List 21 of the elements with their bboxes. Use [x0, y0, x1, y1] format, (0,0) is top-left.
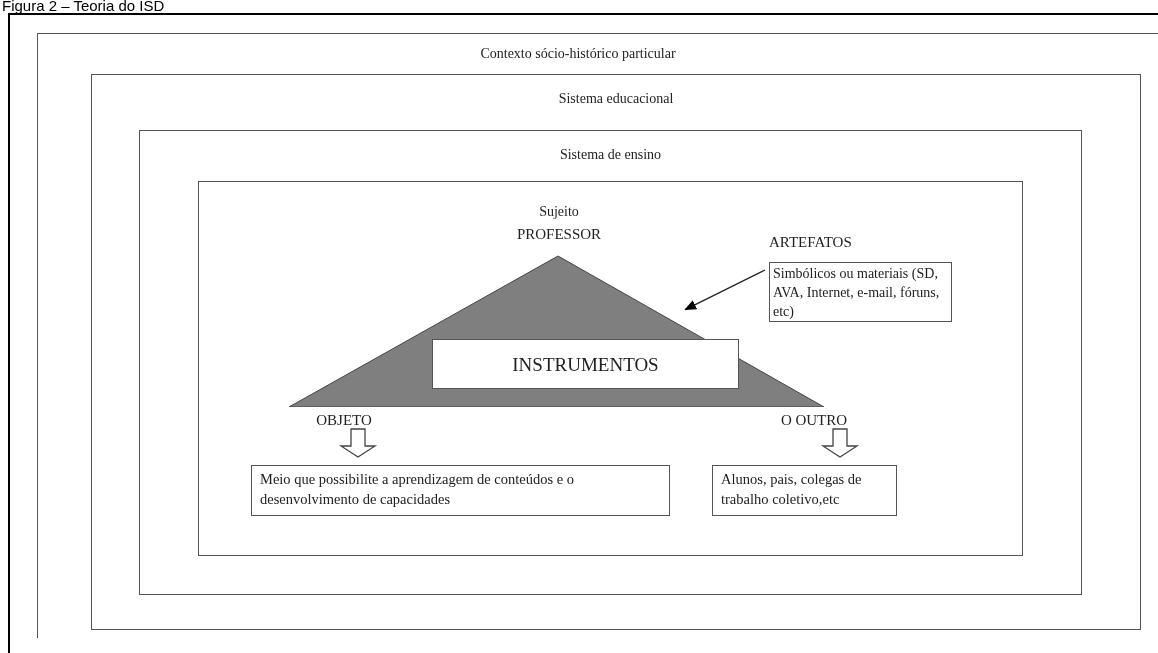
frame-heading: Sistema educacional [557, 91, 675, 107]
text-box: Simbólicos ou materiais (SD, AVA, Internet, e-mail, fóruns, etc) [769, 262, 952, 322]
arrow [684, 269, 766, 311]
system-frame [139, 130, 1082, 595]
box-text: Alunos, pais, colegas de trabalho coletivo,etc [721, 470, 863, 509]
figure-title: Figura 2 – Teoria do ISD [2, 0, 165, 13]
box-text: Meio que possibilite a aprendizagem de conteúdos e o desenvolvimento de capacidades [260, 470, 576, 509]
side-label: O OUTRO [779, 412, 849, 429]
instruments-box [432, 339, 739, 389]
box-text: INSTRUMENTOS [511, 354, 660, 376]
frame-heading: Sistema de ensino [558, 147, 663, 163]
text-box [251, 465, 670, 516]
activity-frame [198, 181, 1023, 556]
box-heading: ARTEFATOS [769, 234, 852, 251]
subject-label: Sujeito [538, 204, 580, 220]
frame-heading: Contexto sócio-histórico particular [479, 46, 677, 62]
block-arrow [338, 428, 378, 458]
text-box [712, 465, 897, 516]
subject-label: PROFESSOR [515, 226, 603, 243]
side-label: OBJETO [315, 412, 373, 429]
block-arrow [820, 428, 860, 458]
